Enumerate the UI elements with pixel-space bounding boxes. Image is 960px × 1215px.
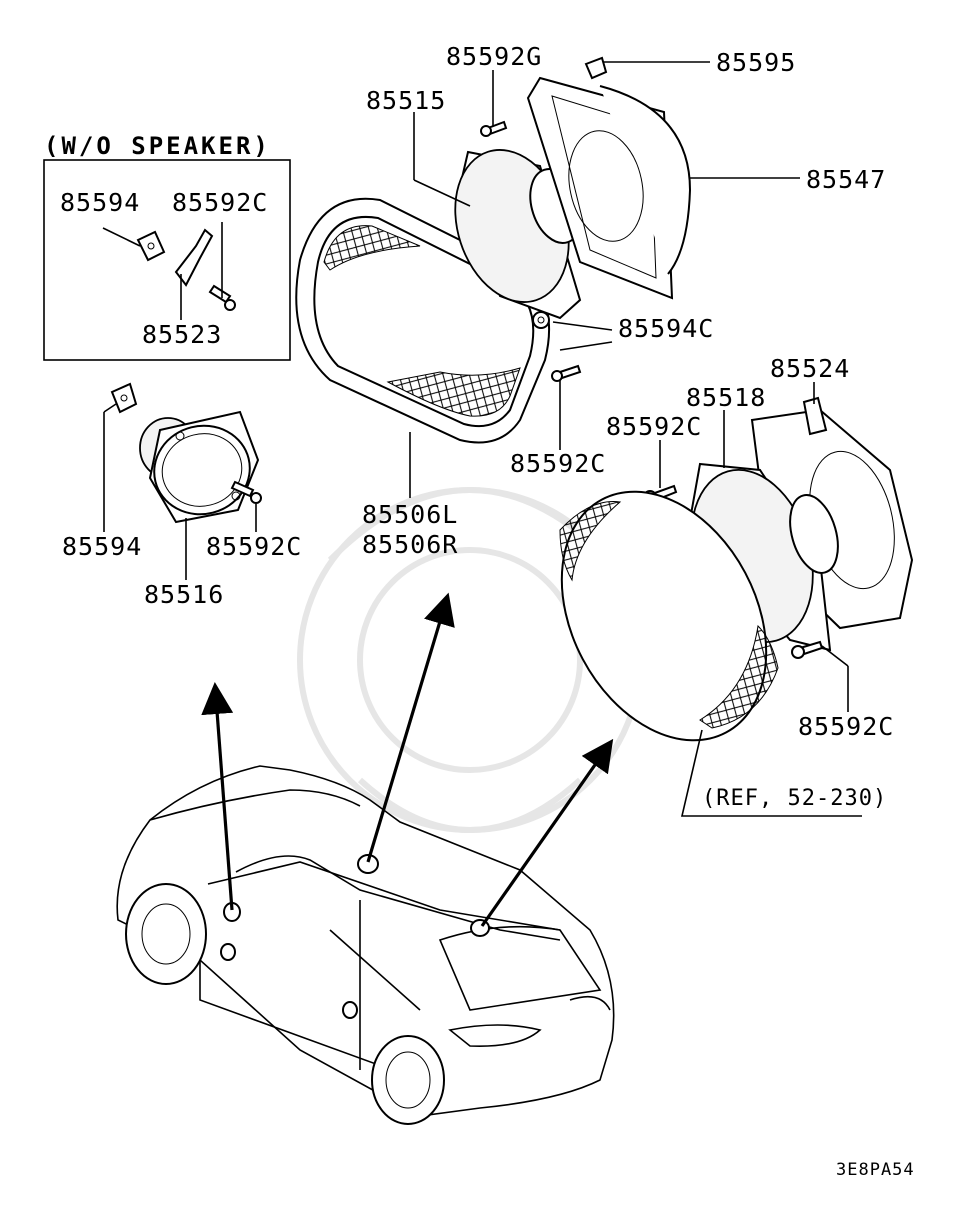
label-85524: 85524 [770, 354, 851, 383]
screw-icon [230, 480, 262, 504]
leader-85592c-mid-a [559, 341, 613, 351]
leader-85592c-lower-a [821, 645, 849, 667]
label-85594-left: 85594 [62, 532, 143, 561]
screw-icon [208, 284, 236, 311]
speaker-icon [139, 410, 260, 524]
screw-icon [480, 120, 508, 137]
without-speaker-box [43, 159, 291, 361]
label-85592c-box: 85592C [172, 188, 269, 217]
arrow-icon [201, 682, 234, 911]
ref-leader [680, 729, 862, 817]
leader-85594-box [102, 227, 141, 247]
label-85592c-left: 85592C [206, 532, 303, 561]
ref-label: (REF, 52-230) [702, 786, 888, 811]
label-85518: 85518 [686, 383, 767, 412]
arrow-icon [480, 738, 614, 927]
diagram-code: 3E8PA54 [836, 1160, 915, 1180]
label-85506l: 85506L [362, 500, 459, 529]
car-icon [116, 765, 615, 1125]
nut-icon [532, 311, 550, 329]
screw-icon [551, 364, 582, 382]
label-85594c: 85594C [618, 314, 715, 343]
mesh-grille-icon [559, 490, 779, 742]
label-85592c-right: 85592C [606, 412, 703, 441]
arrow-icon [366, 592, 455, 863]
label-85592g: 85592G [446, 42, 543, 71]
bracket-icon [174, 228, 214, 287]
screw-icon [791, 640, 824, 659]
label-85592c-lower: 85592C [798, 712, 895, 741]
clip-icon [110, 382, 138, 414]
leader-85594-left-tip [103, 403, 117, 413]
leader-85594c [552, 321, 613, 331]
label-85515: 85515 [366, 86, 447, 115]
label-85594-box: 85594 [60, 188, 141, 217]
label-85595: 85595 [716, 48, 797, 77]
box-heading: (W/O SPEAKER) [44, 132, 271, 160]
label-85516: 85516 [144, 580, 225, 609]
label-85523: 85523 [142, 320, 223, 349]
label-85592c-mid: 85592C [510, 449, 607, 478]
label-85547: 85547 [806, 165, 887, 194]
clip-icon [136, 230, 166, 262]
leader-85515-tip [413, 179, 471, 207]
speaker-frame-icon [526, 76, 692, 300]
label-85506r: 85506R [362, 530, 459, 559]
clip-icon [584, 56, 608, 80]
